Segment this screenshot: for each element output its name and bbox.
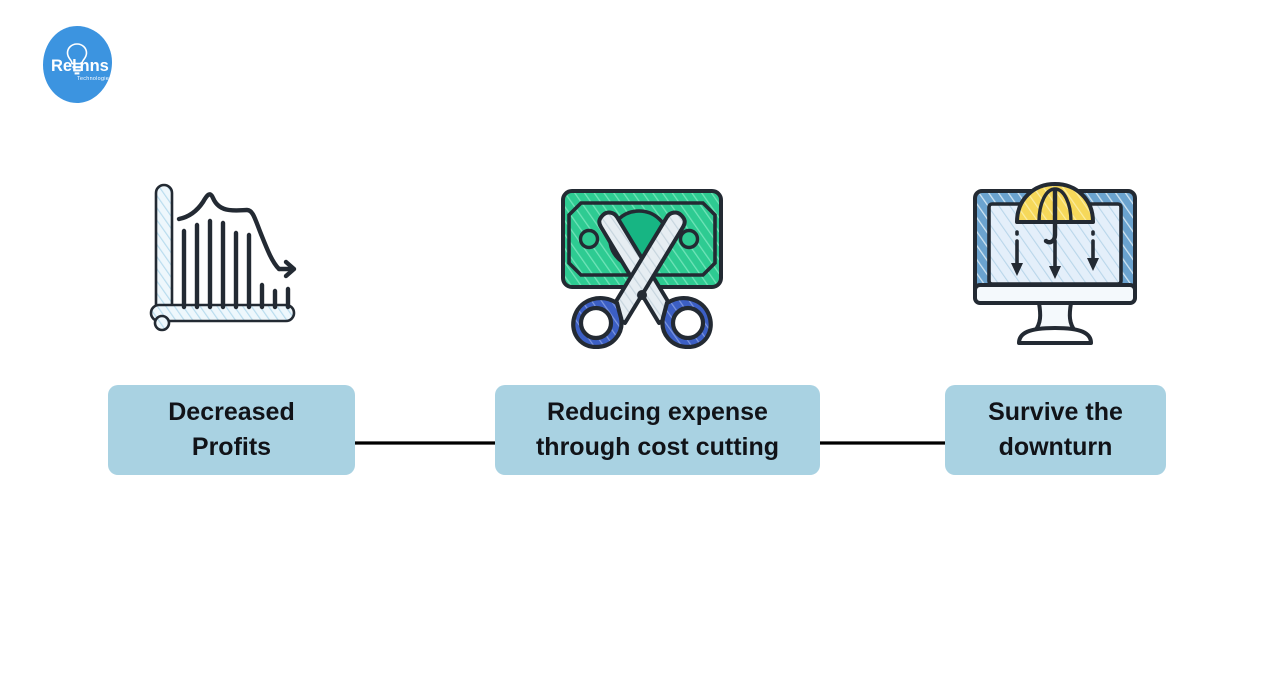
logo-blob-shape: [43, 26, 112, 103]
scissors-icon: [571, 210, 713, 349]
relinns-technologies-logo[interactable]: Rel nns Technologies: [38, 24, 116, 106]
step-1-icon: [141, 175, 321, 350]
step-2-label: Reducing expense through cost cutting: [495, 385, 820, 475]
step-3-label: Survive the downturn: [945, 385, 1166, 475]
lightbulb-icon: [66, 43, 88, 75]
chart-bars: [181, 218, 291, 309]
step-3-icon: [965, 175, 1145, 350]
process-flow: [0, 175, 1280, 451]
chart-trend-line: [176, 191, 297, 278]
logo-tagline-text: Technologies: [77, 76, 112, 82]
step-2-icon: [552, 175, 732, 350]
falling-arrows-icon: [1011, 229, 1099, 279]
logo-brand-text: Rel: [51, 57, 77, 75]
logo-brand-text-2: nns: [80, 57, 109, 75]
step-1-label: Decreased Profits: [108, 385, 355, 475]
